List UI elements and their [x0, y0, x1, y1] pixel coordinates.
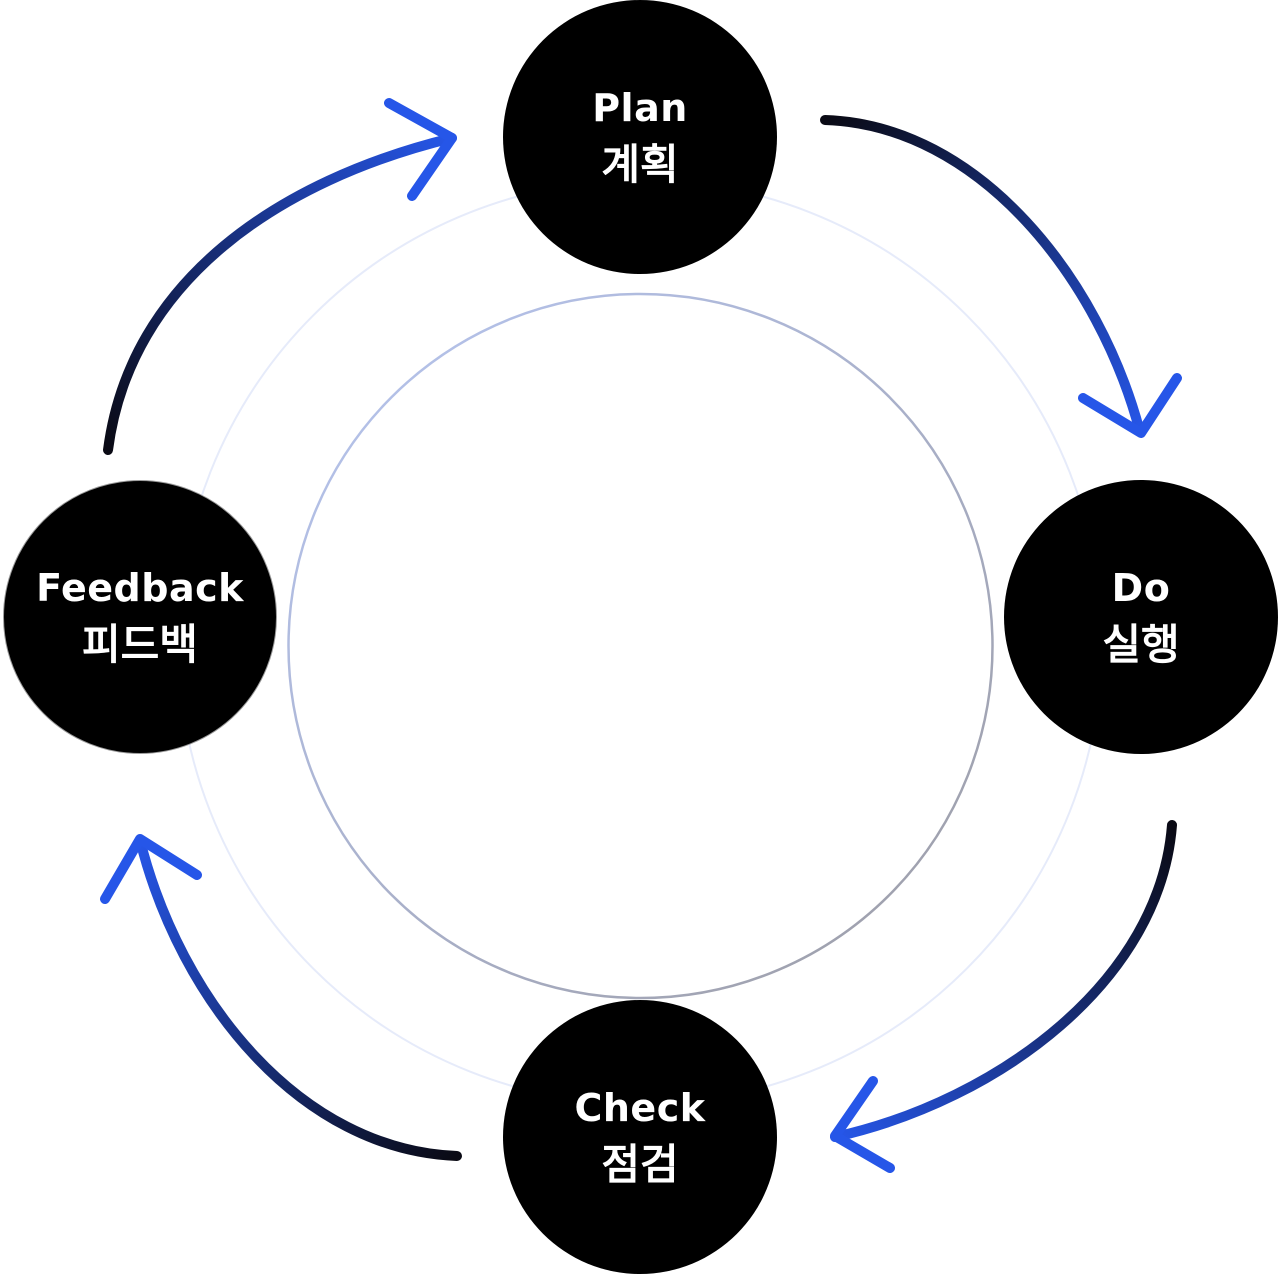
outer-ring: [177, 179, 1103, 1105]
node-check-label-en: Check: [574, 1086, 706, 1130]
node-plan-label-ko: 계획: [601, 140, 679, 189]
arrow-do-to-check-head: [830, 1076, 895, 1173]
node-do: Do 실행: [1004, 480, 1278, 754]
node-plan: Plan 계획: [503, 0, 777, 274]
node-check: Check 점검: [503, 1000, 777, 1274]
node-feedback-label-en: Feedback: [36, 566, 244, 610]
node-check-label-ko: 점검: [601, 1140, 679, 1189]
arrow-plan-to-do-head: [1078, 373, 1182, 438]
arrow-check-to-feedback: [135, 835, 462, 1161]
arrow-do-to-check: [830, 820, 1177, 1142]
arrow-feedback-to-plan-head: [384, 98, 457, 201]
node-do-label-en: Do: [1111, 566, 1171, 610]
node-plan-label-en: Plan: [592, 86, 688, 130]
node-feedback-label-ko: 피드백: [82, 620, 198, 669]
arrow-feedback-to-plan: [103, 133, 457, 455]
inner-ring: [287, 292, 994, 1000]
arrow-check-to-feedback-head: [100, 834, 202, 904]
node-feedback: Feedback 피드백: [3, 480, 277, 754]
node-do-label-ko: 실행: [1102, 620, 1180, 669]
arrow-plan-to-do: [820, 115, 1145, 437]
